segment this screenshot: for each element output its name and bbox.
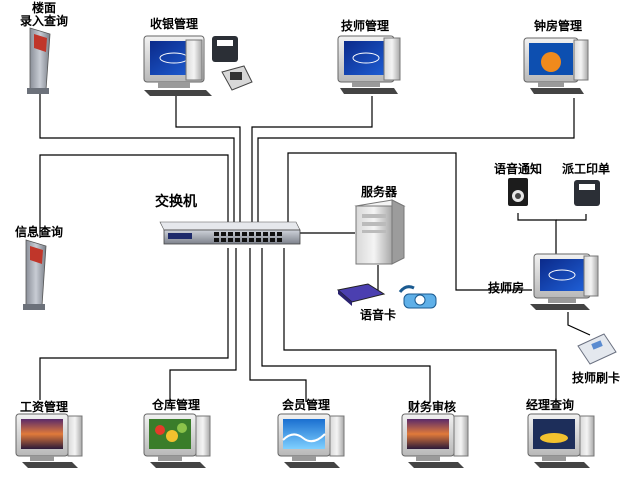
payroll-pc-icon (15, 413, 83, 468)
label-kiosk-floor-line2: 录入查询 (20, 14, 69, 28)
dispatch-printer-icon (574, 180, 600, 206)
label-finance: 财务审核 (408, 400, 457, 414)
label-info-query: 信息查询 (15, 225, 64, 239)
server-icon (354, 199, 406, 265)
label-technician-mgmt: 技师管理 (341, 19, 390, 33)
label-member: 会员管理 (282, 398, 331, 412)
warehouse-pc-icon (143, 413, 211, 468)
network-cables (39, 92, 591, 402)
label-payroll: 工资管理 (20, 400, 69, 414)
finance-pc-icon (401, 413, 469, 468)
kiosk-info-icon (23, 239, 47, 310)
label-tech-room: 技师房 (488, 281, 525, 295)
telephone-icon (398, 285, 437, 309)
card-reader-icon (577, 333, 617, 365)
cashier-pc-icon (143, 35, 212, 96)
label-clock-room: 钟房管理 (534, 19, 583, 33)
technician-pc-icon (337, 35, 401, 94)
speaker-icon (508, 178, 528, 206)
tech-room-pc-icon (530, 253, 599, 310)
label-warehouse: 仓库管理 (152, 398, 201, 412)
label-manager-query: 经理查询 (526, 398, 575, 412)
label-server: 服务器 (361, 185, 398, 199)
label-cashier: 收银管理 (150, 17, 199, 31)
member-pc-icon (277, 413, 345, 468)
voice-card-icon (336, 283, 386, 306)
receipt-printer-icon (212, 36, 253, 91)
switch-icon (159, 221, 301, 245)
label-tech-card: 技师刷卡 (572, 371, 621, 385)
label-dispatch-print: 派工印单 (562, 162, 611, 176)
kiosk-floor-icon (27, 27, 51, 94)
label-voice-card: 语音卡 (360, 308, 397, 322)
label-switch: 交换机 (155, 194, 197, 210)
clock-room-pc-icon (523, 37, 589, 94)
label-voice-notify: 语音通知 (494, 162, 543, 176)
manager-pc-icon (527, 413, 595, 468)
label-kiosk-floor-line1: 楼面 (32, 1, 57, 15)
label-kiosk-floor: 楼面 录入查询 (20, 2, 68, 28)
